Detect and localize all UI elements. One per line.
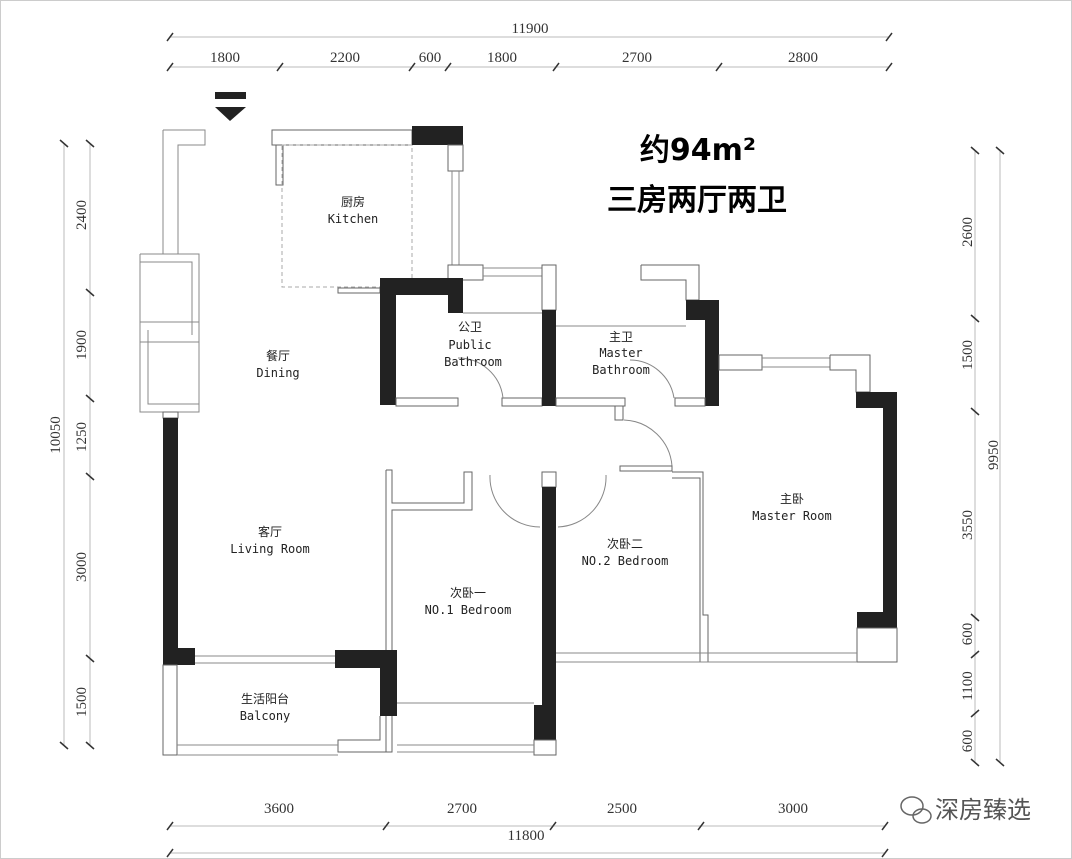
dim-left-4: 3000 bbox=[74, 552, 90, 582]
watermark: 深房臻选 bbox=[900, 796, 1031, 824]
room-balcony-cn: 生活阳台 bbox=[241, 691, 289, 706]
room-balcony-en: Balcony bbox=[240, 709, 291, 723]
dim-bottom-1: 3600 bbox=[264, 801, 294, 817]
room-master-bath: 主卫 Master Bathroom bbox=[592, 330, 650, 377]
top-dimensions: 11900 1800 2200 600 1800 2700 2800 bbox=[166, 21, 893, 72]
room-dining-cn: 餐厅 bbox=[266, 348, 290, 363]
room-living-cn: 客厅 bbox=[258, 524, 282, 539]
room-bedroom2-cn: 次卧二 bbox=[607, 537, 643, 551]
dim-right-4: 600 bbox=[960, 623, 976, 646]
room-balcony: 生活阳台 Balcony bbox=[240, 691, 291, 723]
dim-left-3: 1250 bbox=[74, 422, 90, 452]
room-master-bath-en2: Bathroom bbox=[592, 363, 650, 377]
dim-right-2: 1500 bbox=[960, 340, 976, 370]
room-bedroom2-en: NO.2 Bedroom bbox=[582, 554, 669, 568]
room-master: 主卧 Master Room bbox=[752, 492, 831, 523]
room-dining: 餐厅 Dining bbox=[256, 348, 299, 380]
dim-bottom-2: 2700 bbox=[447, 801, 477, 817]
left-dimensions: 10050 2400 1900 1250 3000 1500 bbox=[48, 139, 95, 750]
dim-right-1: 2600 bbox=[960, 217, 976, 247]
room-kitchen: 厨房 Kitchen bbox=[328, 194, 379, 226]
dim-top-5: 2700 bbox=[622, 50, 652, 66]
room-kitchen-en: Kitchen bbox=[328, 212, 379, 226]
dim-right-total: 9950 bbox=[986, 440, 1002, 470]
dim-top-1: 1800 bbox=[210, 50, 240, 66]
dim-top-3: 600 bbox=[419, 50, 442, 66]
room-bedroom1-cn: 次卧一 bbox=[450, 586, 486, 600]
bottom-dimensions: 3600 2700 2500 3000 11800 bbox=[166, 801, 889, 858]
room-kitchen-cn: 厨房 bbox=[341, 194, 365, 209]
layout-title: 三房两厅两卫 bbox=[607, 183, 787, 218]
room-master-bath-cn: 主卫 bbox=[609, 330, 633, 344]
dim-bottom-3: 2500 bbox=[607, 801, 637, 817]
room-public-bath: 公卫 Public Bathroom bbox=[444, 320, 502, 369]
watermark-text: 深房臻选 bbox=[935, 796, 1031, 824]
dim-left-1: 2400 bbox=[74, 200, 90, 230]
walls bbox=[139, 126, 898, 756]
dim-bottom-total: 11800 bbox=[508, 828, 545, 844]
dim-left-total: 10050 bbox=[48, 416, 64, 454]
room-living: 客厅 Living Room bbox=[230, 524, 309, 556]
dim-left-5: 1500 bbox=[74, 687, 90, 717]
room-public-bath-cn: 公卫 bbox=[458, 320, 482, 334]
room-master-cn: 主卧 bbox=[780, 492, 804, 506]
room-bedroom1-en: NO.1 Bedroom bbox=[425, 603, 512, 617]
room-dining-en: Dining bbox=[256, 366, 299, 380]
area-title: 约94m² bbox=[640, 133, 756, 168]
wechat-icon bbox=[900, 796, 932, 824]
room-master-en: Master Room bbox=[752, 509, 831, 523]
dim-right-5: 1100 bbox=[960, 671, 976, 700]
dim-right-3: 3550 bbox=[960, 510, 976, 540]
room-living-en: Living Room bbox=[230, 542, 309, 556]
room-public-bath-en1: Public bbox=[448, 338, 491, 352]
dim-bottom-4: 3000 bbox=[778, 801, 808, 817]
dim-top-total: 11900 bbox=[512, 21, 549, 37]
room-bedroom2: 次卧二 NO.2 Bedroom bbox=[582, 537, 669, 568]
room-master-bath-en1: Master bbox=[599, 346, 642, 360]
right-dimensions: 9950 2600 1500 3550 600 1100 600 bbox=[960, 146, 1005, 767]
room-public-bath-en2: Bathroom bbox=[444, 355, 502, 369]
room-bedroom1: 次卧一 NO.1 Bedroom bbox=[425, 586, 512, 617]
dim-top-2: 2200 bbox=[330, 50, 360, 66]
entrance-arrow-icon bbox=[215, 92, 246, 121]
dim-top-4: 1800 bbox=[487, 50, 517, 66]
dim-right-6: 600 bbox=[960, 730, 976, 753]
dim-left-2: 1900 bbox=[74, 330, 90, 360]
dim-top-6: 2800 bbox=[788, 50, 818, 66]
